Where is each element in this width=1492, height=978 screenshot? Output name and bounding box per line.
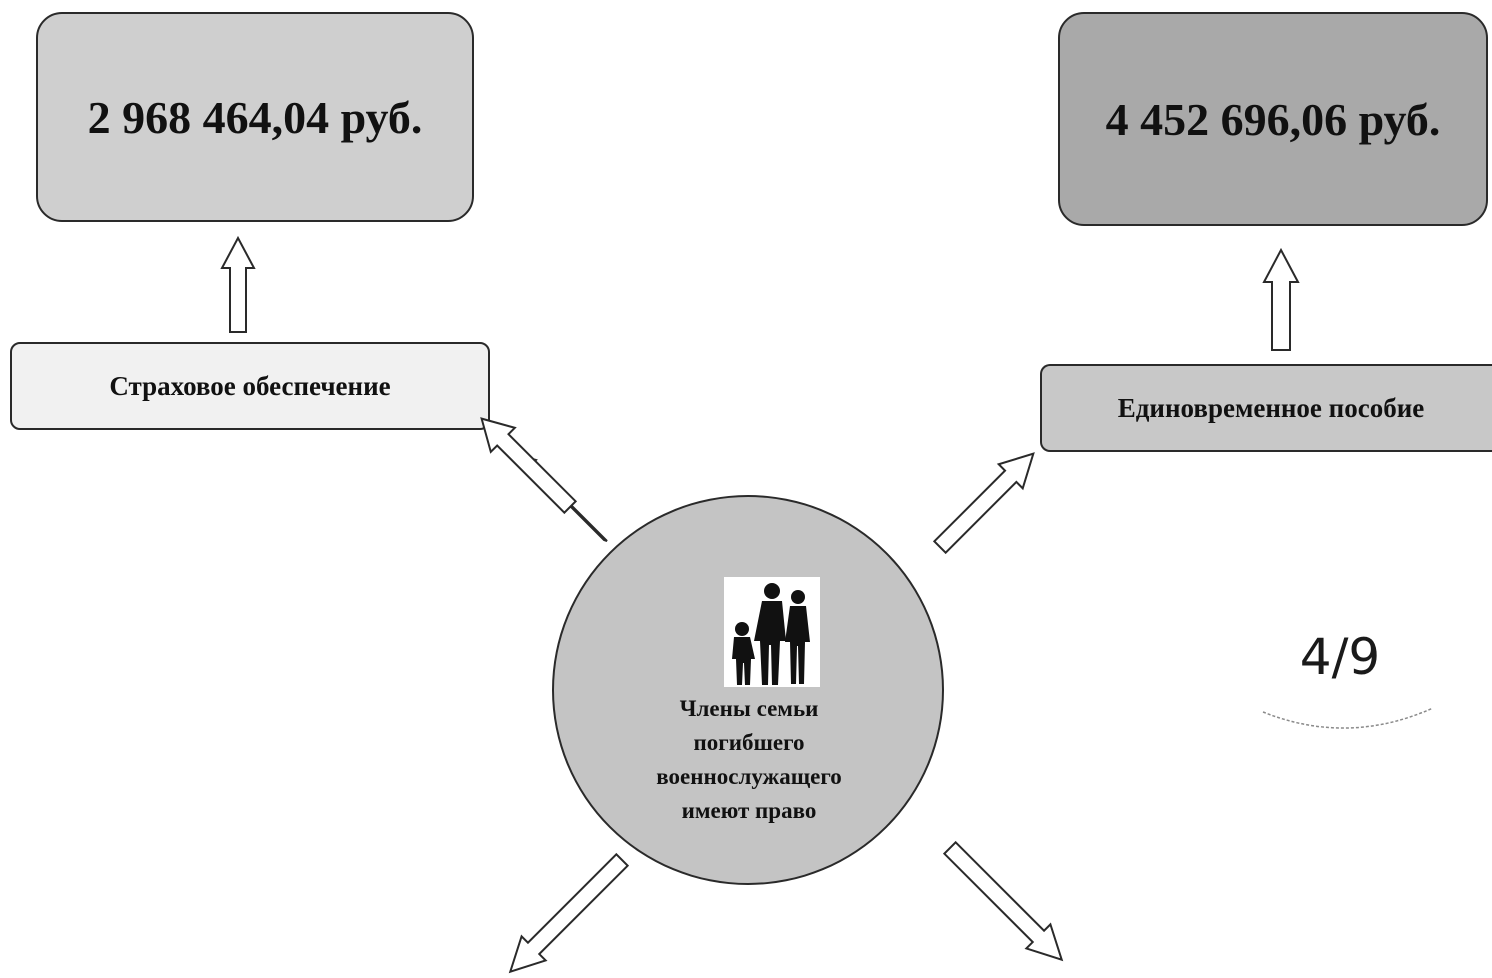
page-indicator-arc bbox=[1262, 707, 1434, 729]
lump-sum-amount-value: 4 452 696,06 руб. bbox=[1105, 93, 1441, 145]
lump-sum-label: Единовременное пособие bbox=[1117, 392, 1425, 423]
arrow-shaft-down-left bbox=[508, 852, 630, 974]
arrow-shaft-up-right bbox=[932, 452, 1035, 555]
family-members-hub: Члены семьи погибшего военнослужащего им… bbox=[552, 495, 944, 885]
insurance-amount-box: 2 968 464,04 руб. bbox=[36, 12, 474, 222]
hub-caption: Члены семьи погибшего военнослужащего им… bbox=[656, 696, 842, 823]
arrow-hub-to-insurance bbox=[501, 449, 608, 542]
insurance-label: Страховое обеспечение bbox=[109, 370, 391, 401]
page-indicator: 4/9 bbox=[1299, 628, 1381, 686]
arrow-up-insurance bbox=[220, 235, 256, 333]
lump-sum-amount-box: 4 452 696,06 руб. bbox=[1058, 12, 1488, 226]
insurance-amount-value: 2 968 464,04 руб. bbox=[87, 91, 423, 143]
arrow-shaft-down-right bbox=[942, 840, 1064, 962]
lump-sum-label-box: Единовременное пособие bbox=[1040, 364, 1492, 452]
arrow-up-lump-sum bbox=[1262, 247, 1300, 351]
family-silhouette-icon bbox=[724, 577, 820, 687]
insurance-label-box: Страховое обеспечение bbox=[10, 342, 490, 430]
